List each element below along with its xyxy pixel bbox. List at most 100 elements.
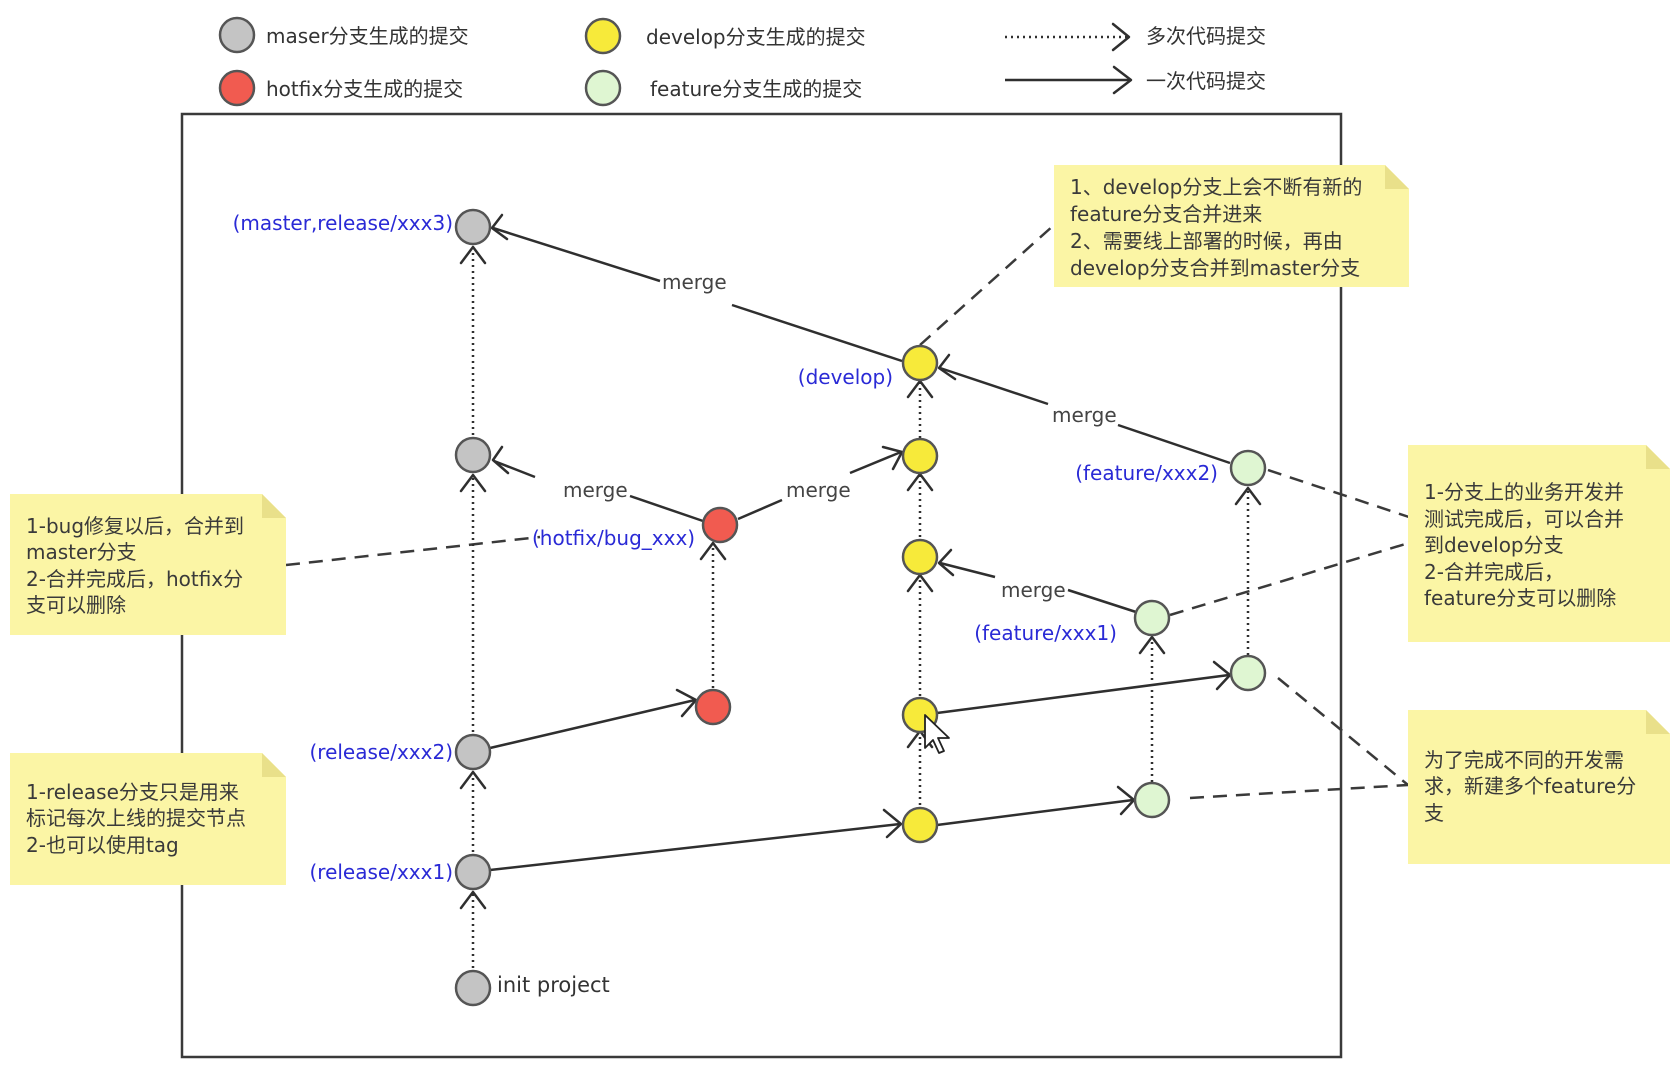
note-release: 1-release分支只是用来 标记每次上线的提交节点 2-也可以使用tag [10,753,286,885]
legend: maser分支生成的提交 hotfix分支生成的提交 develop分支生成的提… [218,16,1266,107]
arrowhead-release1-to-develop [882,808,903,839]
legend-develop-swatch [584,17,622,55]
note-feature-merge-line-5: feature分支可以删除 [1424,586,1616,610]
legend-develop-text: develop分支生成的提交 [646,25,866,49]
mouse-cursor-icon [924,714,950,754]
connector-feature2-note [1267,468,1413,520]
note-develop-fold [1385,165,1409,189]
note-feature-merge-line-3: 到develop分支 [1424,533,1564,557]
edge-develop-to-feature2 [936,673,1230,715]
arrowhead-feature1-to-develop [937,548,955,577]
edge-feature1-to-develop [1067,588,1137,614]
merge-label-feature2-develop: merge [1052,403,1117,427]
edge-feature2-to-develop [1117,423,1231,465]
note-feature-merge-bg [1408,445,1670,642]
edge-hotfix-to-master-b [493,459,536,479]
arrowhead-master-release3 [459,245,487,265]
edge-hotfix-to-develop [737,498,783,521]
arrowhead-develop-e3 [906,573,934,593]
connector-hotfix-note [285,535,541,567]
edge-hotfix-to-develop-b [849,450,902,475]
legend-single-commit-text: 一次代码提交 [1146,69,1266,93]
arrowhead-feature2-g2 [1234,486,1262,506]
commit-hotfix-1 [694,688,732,726]
edge-develop-to-master-b [492,226,661,283]
arrowhead-feature1-f2 [1138,635,1166,655]
merge-label-develop-master: merge [662,270,727,294]
arrowhead-release2-to-hotfix [675,688,698,718]
commit-master-release1 [454,853,492,891]
label-feature2: (feature/xxx2) [1075,461,1218,485]
note-release-line-1: 1-release分支只是用来 [26,780,239,804]
note-hotfix-line-3: 2-合并完成后，hotfix分 [26,567,243,591]
legend-hotfix-swatch [218,69,256,107]
legend-multi-commit-text: 多次代码提交 [1146,24,1266,48]
note-feature-create: 为了完成不同的开发需 求，新建多个feature分 支 [1408,710,1670,864]
note-hotfix-line-4: 支可以删除 [26,593,126,617]
legend-solid-arrowhead [1112,65,1133,95]
merge-label-feature1-develop: merge [1001,578,1066,602]
note-develop-line-3: 2、需要线上部署的时候，再由 [1070,229,1343,253]
edge-feature1-to-develop-b [939,561,996,579]
merge-label-hotfix-master: merge [563,478,628,502]
commit-develop-3 [901,538,939,576]
edge-develop-to-master [731,303,903,363]
commit-master-release2 [454,733,492,771]
label-init-project: init project [497,973,610,997]
connector-develop-note [919,224,1055,346]
commit-develop-4 [901,437,939,475]
note-feature-create-line-3: 支 [1424,801,1444,825]
commit-feature2-1 [1229,654,1267,692]
edge-develop-to-feature1 [936,798,1134,827]
label-hotfix: (hotfix/bug_xxx) [532,526,695,550]
note-hotfix-line-2: master分支 [26,540,137,564]
connector-feature1-note [1169,540,1413,617]
arrowhead-master-release1 [459,890,487,910]
arrowhead-hotfix-d2 [699,541,727,561]
commit-master-init [454,969,492,1007]
edge-feature2-to-develop-b [939,366,1049,406]
commit-develop-5 [901,344,939,382]
commit-nodes [454,208,1267,1007]
note-feature-create-fold [1646,710,1670,734]
commit-feature2-2 [1229,449,1267,487]
note-connectors [285,224,1413,800]
label-release2: (release/xxx2) [309,740,453,764]
note-hotfix-fold [262,494,286,518]
edge-release2-to-hotfix [489,698,696,750]
note-feature-create-bg [1408,710,1670,864]
note-develop-line-1: 1、develop分支上会不断有新的 [1070,175,1362,199]
arrowhead-hotfix-to-develop [881,445,904,471]
connector-feature4-note [1189,783,1409,800]
branch-labels: (master,release/xxx3) (release/xxx2) (re… [233,211,1218,997]
legend-master-text: maser分支生成的提交 [266,24,469,48]
note-develop-line-2: feature分支合并进来 [1070,202,1262,226]
label-master-release3: (master,release/xxx3) [233,211,453,235]
commit-hotfix-2 [701,506,739,544]
note-hotfix: 1-bug修复以后，合并到 master分支 2-合并完成后，hotfix分 支… [10,494,286,635]
connector-feature3-note [1277,677,1409,786]
note-feature-create-line-2: 求，新建多个feature分 [1424,774,1636,798]
note-release-line-3: 2-也可以使用tag [26,833,179,857]
commit-develop-1 [901,806,939,844]
solid-edges [489,213,1232,872]
label-feature1: (feature/xxx1) [974,621,1117,645]
note-release-bg [10,753,286,885]
arrowhead-master-release2 [459,770,487,790]
arrowhead-hotfix-to-master [491,445,510,475]
commit-master-release3 [454,208,492,246]
arrowhead-master-c4 [459,473,487,493]
note-feature-merge: 1-分支上的业务开发并 测试完成后，可以合并 到develop分支 2-合并完成… [1408,445,1670,642]
note-feature-merge-fold [1646,445,1670,469]
note-develop-bg [1054,165,1409,287]
legend-hotfix-text: hotfix分支生成的提交 [266,77,463,101]
note-hotfix-bg [10,494,286,635]
arrowhead-feature2-to-develop [937,353,957,381]
note-hotfix-line-1: 1-bug修复以后，合并到 [26,514,244,538]
dotted-edges [459,245,1262,968]
note-feature-merge-line-2: 测试完成后，可以合并 [1424,507,1624,531]
note-feature-merge-line-1: 1-分支上的业务开发并 [1424,480,1624,504]
note-develop-line-4: develop分支合并到master分支 [1070,256,1360,280]
legend-dotted-arrowhead [1111,22,1131,52]
